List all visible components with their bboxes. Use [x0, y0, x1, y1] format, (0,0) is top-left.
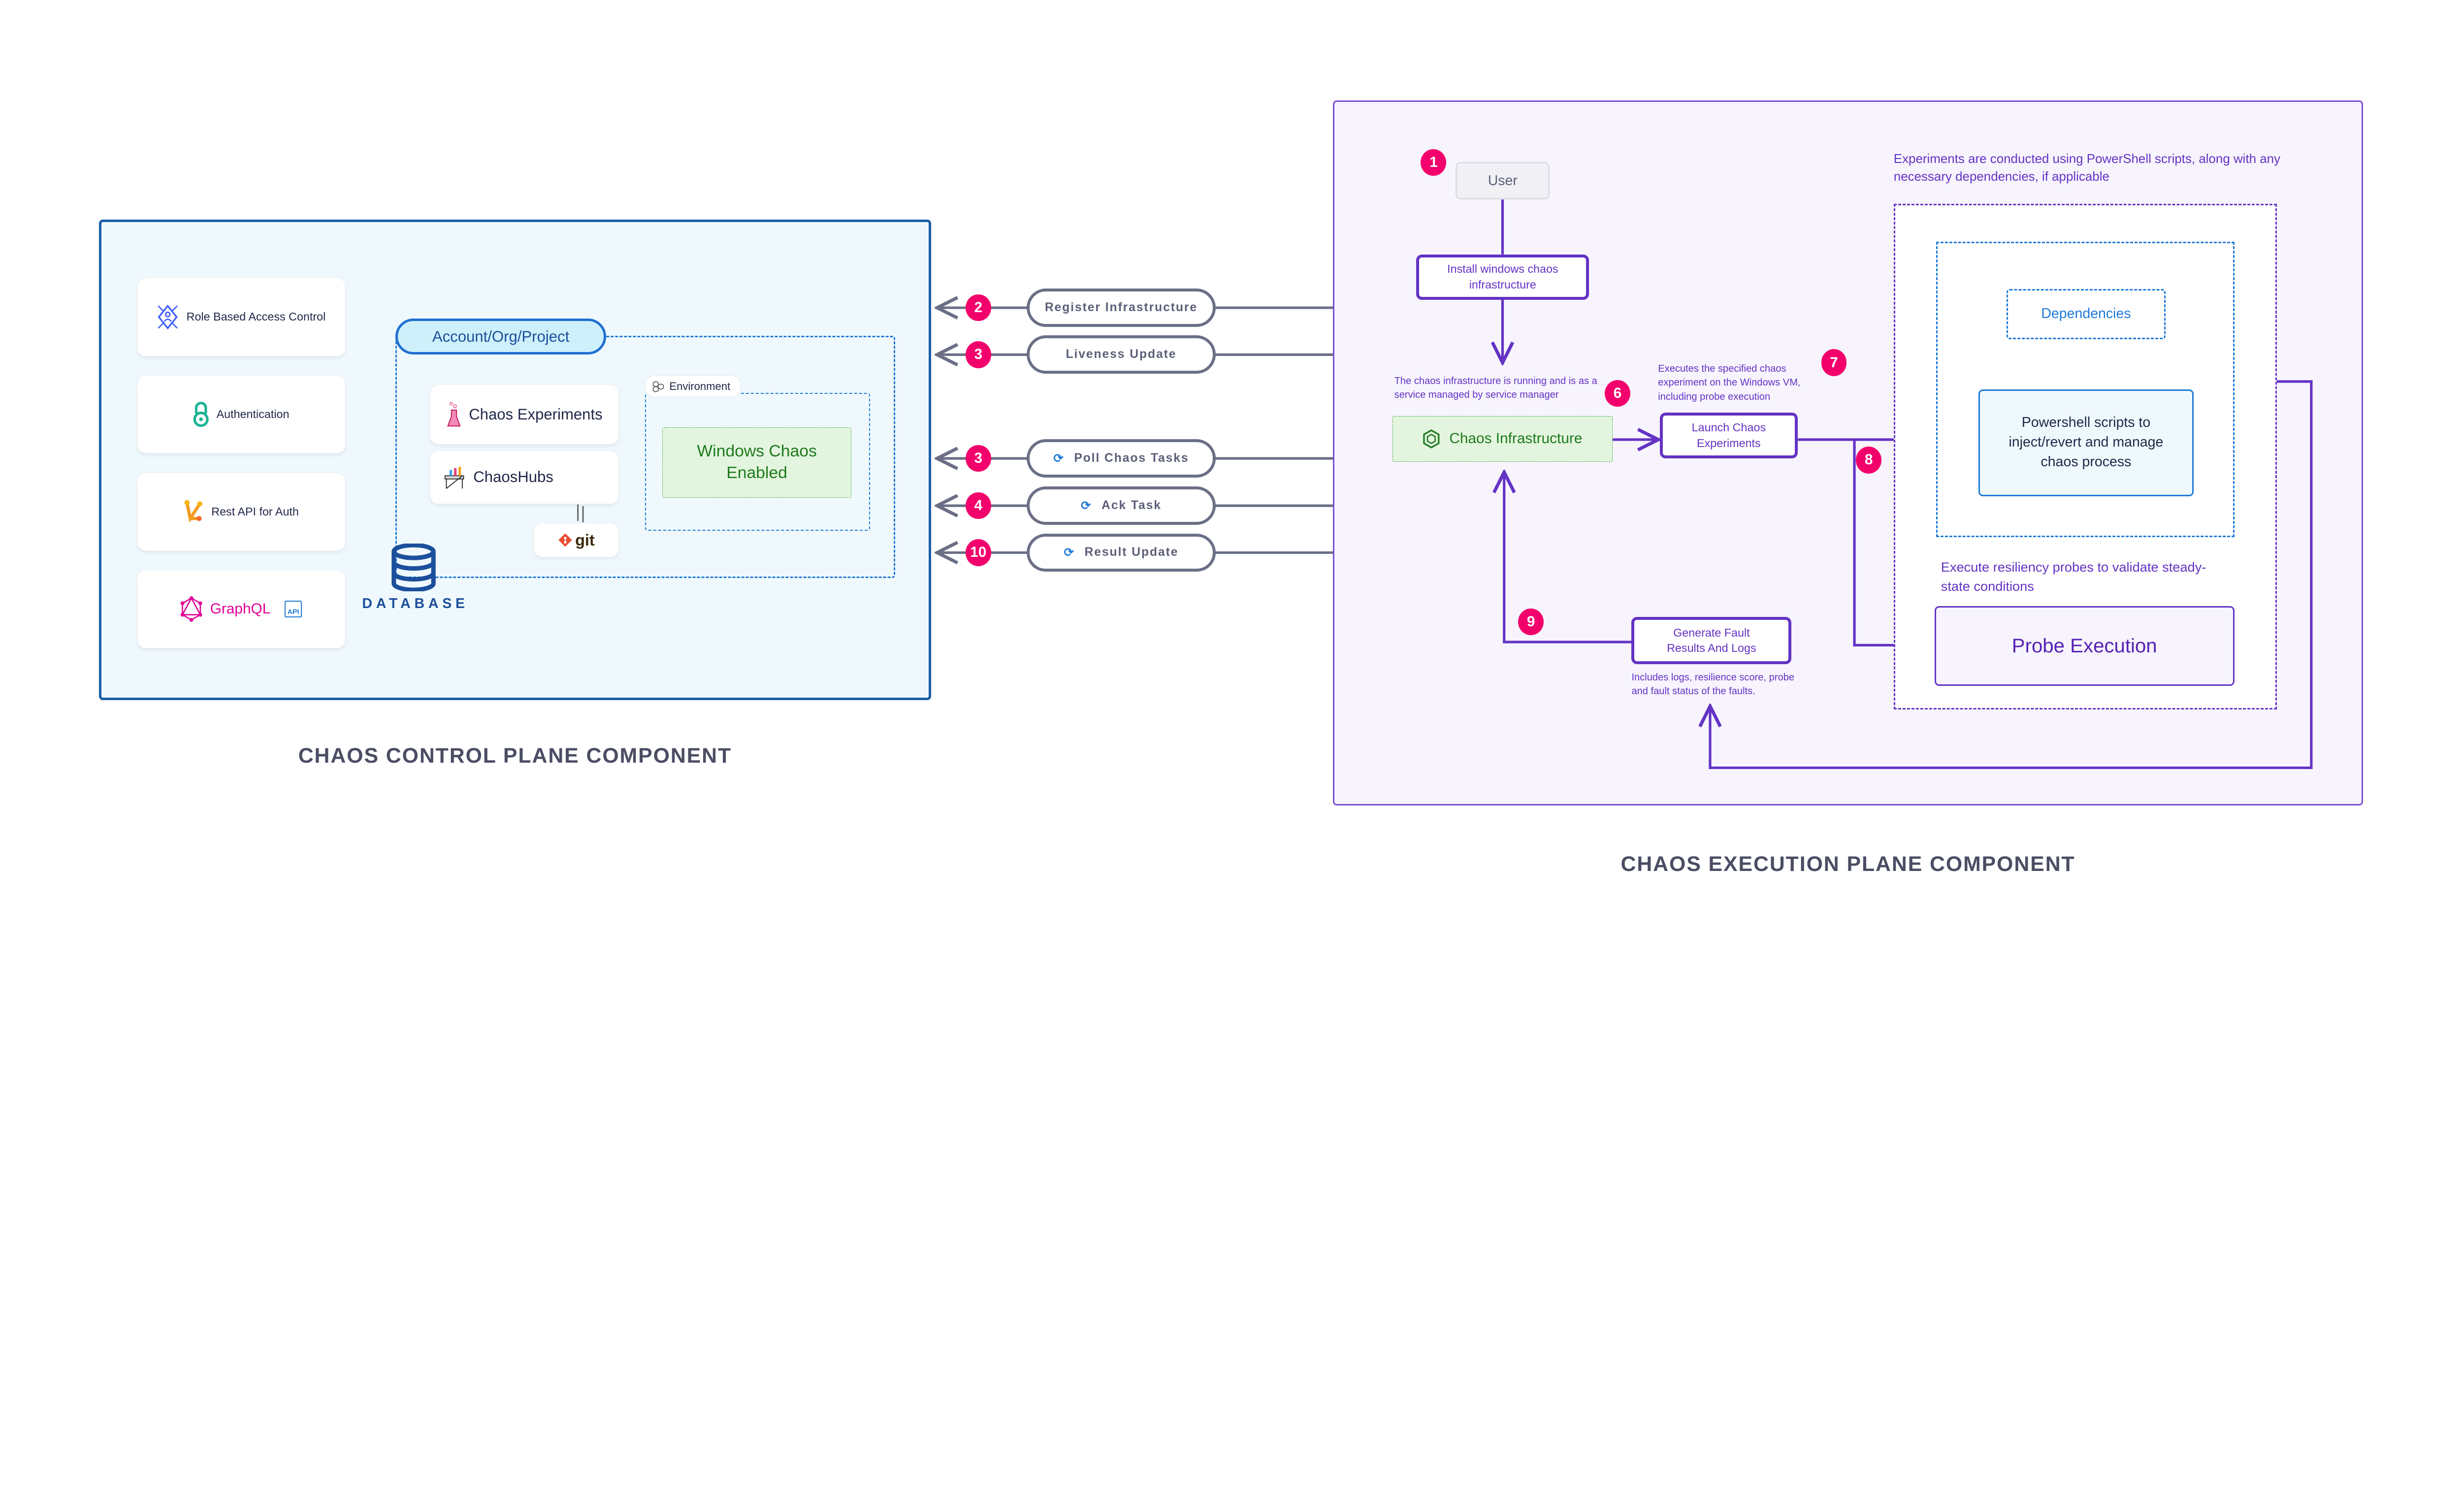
- account-scope-box: [395, 336, 895, 578]
- step-badge-3b: 3: [965, 445, 991, 472]
- account-org-project-pill: Account/Org/Project: [395, 319, 606, 355]
- result-update-pill: ⟳ Result Update: [1026, 533, 1216, 572]
- architecture-diagram: Role Based Access Control Authentication…: [99, 100, 2363, 876]
- hexagon-icon: [1423, 429, 1440, 449]
- register-infrastructure-label: Register Infrastructure: [1044, 301, 1198, 315]
- chaoshubs-icon: [445, 467, 464, 489]
- rbac-icon: [158, 304, 178, 330]
- chaos-experiments-card: Chaos Experiments: [430, 385, 619, 445]
- install-infrastructure-label: Install windows chaos infrastructure: [1447, 262, 1558, 291]
- step-badge-9: 9: [1518, 608, 1544, 636]
- auth-lock-icon: [193, 402, 209, 427]
- sync-icon: ⟳: [1080, 499, 1092, 513]
- generate-note: Includes logs, resilience score, probe a…: [1631, 672, 1795, 697]
- rbac-card: Role Based Access Control: [136, 278, 346, 356]
- step-badge-6: 6: [1604, 380, 1630, 407]
- powershell-scripts-label: Powershell scripts to inject/revert and …: [2008, 415, 2164, 470]
- dependencies-label: Dependencies: [2041, 306, 2131, 322]
- poll-chaos-tasks-label: Poll Chaos Tasks: [1074, 451, 1189, 465]
- probe-execution-label: Probe Execution: [2011, 635, 2157, 657]
- api-doc-icon: API: [284, 601, 302, 618]
- graphql-icon: [180, 596, 202, 622]
- result-update-label: Result Update: [1084, 546, 1179, 559]
- windows-chaos-label: Windows Chaos Enabled: [697, 442, 817, 483]
- step-badge-4: 4: [965, 492, 991, 519]
- database-label: DATABASE: [362, 595, 469, 611]
- rbac-label: Role Based Access Control: [186, 310, 326, 323]
- infra-note: The chaos infrastructure is running and …: [1394, 375, 1597, 401]
- step-badge-8: 8: [1856, 447, 1882, 474]
- execution-plane-title: CHAOS EXECUTION PLANE COMPONENT: [1620, 852, 2075, 876]
- generate-results-box: Generate Fault Results And Logs: [1631, 617, 1792, 664]
- git-card: git: [534, 523, 619, 558]
- windows-chaos-enabled-box: Windows Chaos Enabled: [662, 427, 851, 498]
- ack-task-pill: ⟳ Ack Task: [1026, 486, 1216, 525]
- database-icon: [391, 543, 436, 591]
- api-label: API: [287, 608, 299, 616]
- dependencies-box: Dependencies: [2007, 289, 2166, 339]
- sync-icon: ⟳: [1053, 452, 1065, 466]
- liveness-update-label: Liveness Update: [1066, 348, 1177, 361]
- git-icon: [558, 533, 572, 547]
- rest-api-icon: [184, 500, 203, 523]
- authentication-card: Authentication: [136, 375, 346, 454]
- control-plane-title: CHAOS CONTROL PLANE COMPONENT: [298, 743, 732, 768]
- step-badge-3: 3: [965, 341, 991, 368]
- user-label: User: [1488, 172, 1518, 189]
- user-box: User: [1456, 161, 1550, 200]
- account-org-project-label: Account/Org/Project: [432, 327, 570, 345]
- step-badge-7: 7: [1821, 349, 1847, 376]
- chaos-experiments-label: Chaos Experiments: [469, 405, 603, 423]
- graphql-card: GraphQL API: [136, 570, 346, 648]
- probe-execution-box: Probe Execution: [1934, 606, 2235, 686]
- environment-label: Environment: [669, 380, 731, 392]
- step-badge-2: 2: [965, 294, 991, 322]
- powershell-scope-box: [1936, 241, 2235, 537]
- graphql-label: GraphQL: [210, 601, 271, 617]
- rest-api-card: Rest API for Auth: [136, 472, 346, 551]
- environment-box: [645, 392, 870, 531]
- step-badge-10: 10: [965, 539, 991, 566]
- experiments-note: Experiments are conducted using PowerShe…: [1893, 152, 2281, 184]
- ack-task-label: Ack Task: [1101, 499, 1162, 513]
- powershell-scripts-box: Powershell scripts to inject/revert and …: [1978, 389, 2194, 496]
- poll-chaos-tasks-pill: ⟳ Poll Chaos Tasks: [1026, 439, 1216, 478]
- sync-icon: ⟳: [1064, 546, 1075, 560]
- launch-chaos-experiments-label: Launch Chaos Experiments: [1691, 421, 1766, 450]
- chaoshubs-card: ChaosHubs: [430, 450, 619, 504]
- probes-note: Execute resiliency probes to validate st…: [1941, 559, 2206, 594]
- step-badge-1: 1: [1421, 149, 1447, 176]
- generate-results-label: Generate Fault Results And Logs: [1667, 626, 1756, 655]
- register-infrastructure-pill: Register Infrastructure: [1026, 289, 1216, 327]
- authentication-label: Authentication: [216, 408, 290, 421]
- chaos-infrastructure-label: Chaos Infrastructure: [1449, 430, 1583, 447]
- git-label: git: [575, 531, 595, 549]
- liveness-update-pill: Liveness Update: [1026, 335, 1216, 374]
- environment-tag: Environment: [645, 375, 741, 398]
- flask-icon: [447, 402, 461, 427]
- chaos-infrastructure-box: Chaos Infrastructure: [1393, 416, 1613, 462]
- environment-icon: [653, 381, 664, 392]
- install-infrastructure-box: Install windows chaos infrastructure: [1416, 254, 1589, 300]
- rest-api-label: Rest API for Auth: [211, 505, 299, 518]
- chaoshubs-label: ChaosHubs: [473, 468, 553, 486]
- launch-chaos-experiments-box: Launch Chaos Experiments: [1659, 413, 1798, 459]
- launch-note: Executes the specified chaos experiment …: [1658, 363, 1801, 402]
